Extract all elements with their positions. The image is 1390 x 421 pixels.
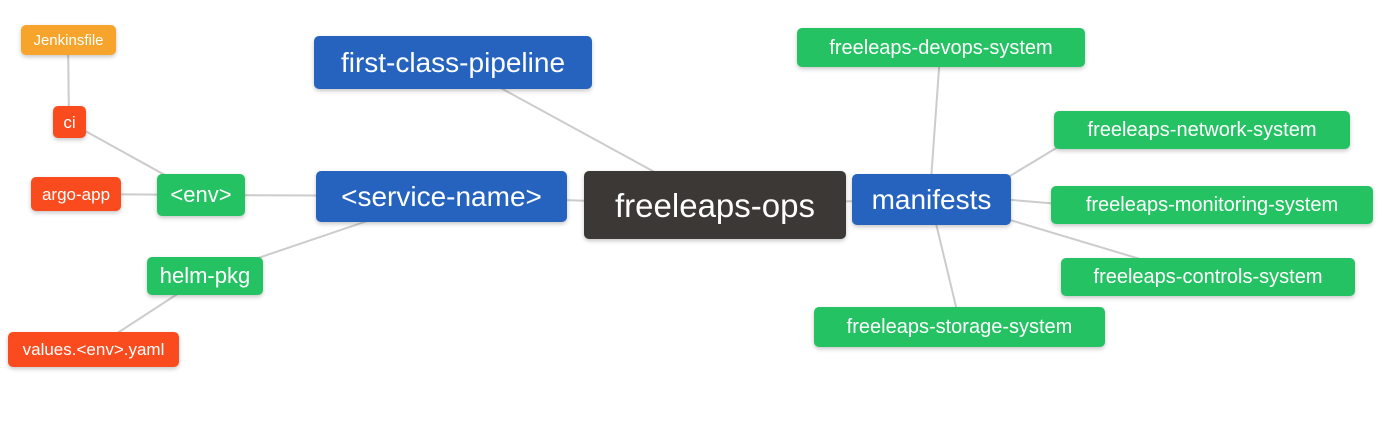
node-freeleaps-ops[interactable]: freeleaps-ops	[584, 171, 846, 239]
node-network-system[interactable]: freeleaps-network-system	[1054, 111, 1350, 149]
node-controls-system[interactable]: freeleaps-controls-system	[1061, 258, 1355, 296]
node-argo-app[interactable]: argo-app	[31, 177, 121, 211]
node-values-env-yaml[interactable]: values.<env>.yaml	[8, 332, 179, 367]
node-first-class-pipeline[interactable]: first-class-pipeline	[314, 36, 592, 89]
edge-manifests--devops-system	[930, 54, 941, 181]
node-storage-system[interactable]: freeleaps-storage-system	[814, 307, 1105, 347]
node-devops-system[interactable]: freeleaps-devops-system	[797, 28, 1085, 67]
edge-manifests--controls-system	[999, 216, 1151, 263]
node-jenkinsfile[interactable]: Jenkinsfile	[21, 25, 116, 55]
node-manifests[interactable]: manifests	[852, 174, 1011, 225]
node-helm-pkg[interactable]: helm-pkg	[147, 257, 263, 295]
node-monitoring-system[interactable]: freeleaps-monitoring-system	[1051, 186, 1373, 224]
node-env[interactable]: <env>	[157, 174, 245, 216]
edge-manifests--storage-system	[933, 214, 959, 316]
node-service-name[interactable]: <service-name>	[316, 171, 567, 222]
node-ci[interactable]: ci	[53, 106, 86, 138]
